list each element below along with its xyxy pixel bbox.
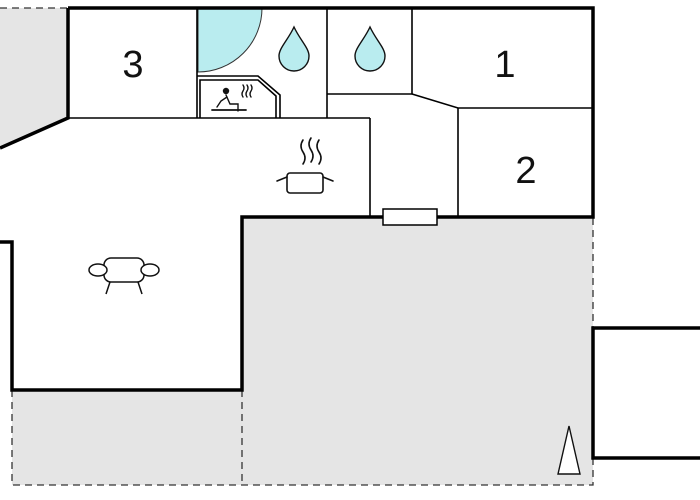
sauna-icon [211, 84, 253, 112]
room-2-label: 2 [515, 150, 536, 192]
door [382, 208, 438, 226]
sofa-icon [88, 257, 160, 295]
room-3-label: 3 [122, 44, 143, 86]
cooking-pot-icon [276, 137, 334, 194]
hot-tub [197, 7, 263, 73]
water-drop-icon [354, 25, 386, 72]
water-drop-icon [278, 25, 310, 72]
room-1-label: 1 [494, 44, 515, 86]
terrace-bottom [12, 217, 593, 485]
north-arrow-icon [557, 425, 581, 475]
interior-walls [68, 8, 593, 217]
terrace-left [0, 8, 68, 148]
